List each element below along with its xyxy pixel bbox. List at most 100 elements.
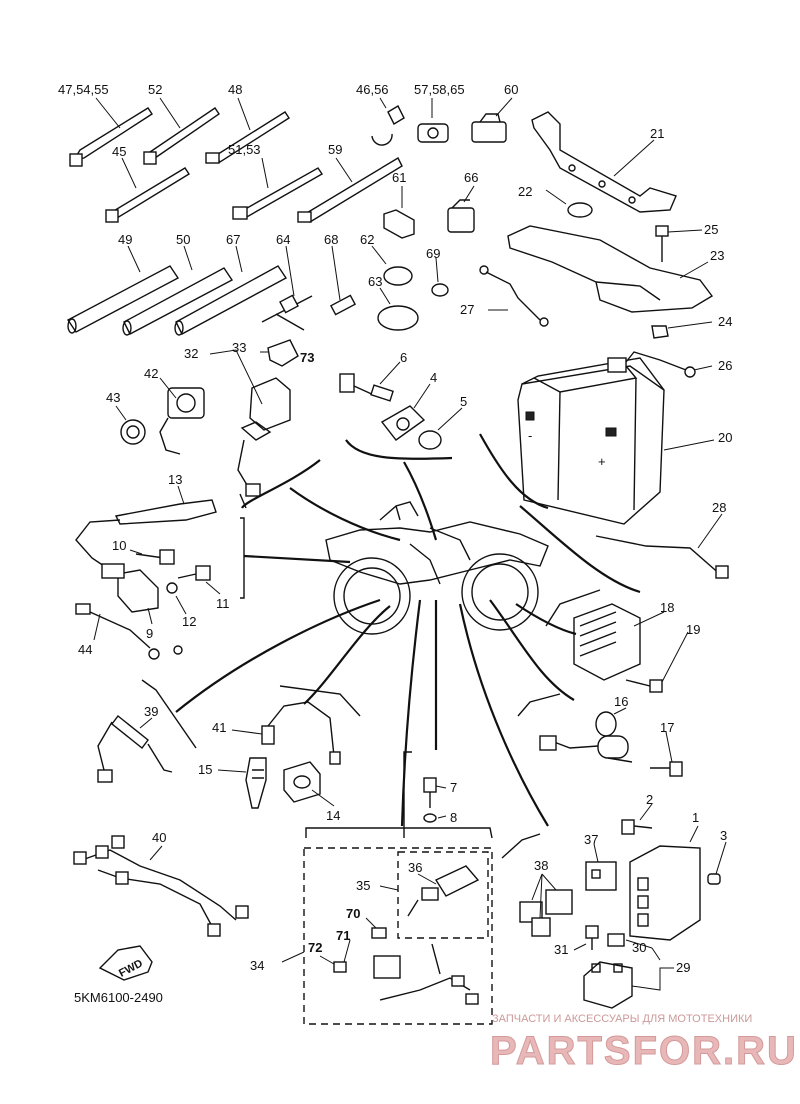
callout-38: 38 xyxy=(534,858,548,873)
battery-cover-23 xyxy=(507,225,714,313)
callout-37: 37 xyxy=(584,832,598,847)
cable-tie-48 xyxy=(205,111,290,164)
wire-harness-40 xyxy=(73,835,249,937)
callout-36: 36 xyxy=(408,860,422,875)
callout-labels: 47,54,55 52 48 46,56 57,58,65 60 21 45 5… xyxy=(58,82,732,975)
callout-59: 59 xyxy=(328,142,342,157)
starter-relay-16 xyxy=(539,711,633,763)
cable-tie-45 xyxy=(105,167,190,223)
harness-box-34 xyxy=(303,847,493,1025)
callout-8: 8 xyxy=(450,810,457,825)
ignition-coil-9 xyxy=(101,563,159,613)
fuse-30 xyxy=(607,933,625,947)
switch-cap-33 xyxy=(267,339,299,367)
atv-vehicle-outline xyxy=(325,501,549,635)
callout-60: 60 xyxy=(504,82,518,97)
callout-28: 28 xyxy=(712,500,726,515)
callout-6: 6 xyxy=(400,350,407,365)
battery-lead-26 xyxy=(607,351,696,378)
sensor-6 xyxy=(339,373,394,402)
callout-67: 67 xyxy=(226,232,240,247)
callout-12: 12 xyxy=(182,614,196,629)
svg-text:-: - xyxy=(528,428,532,443)
tee-joint-64 xyxy=(261,294,313,331)
callout-34: 34 xyxy=(250,958,264,973)
callout-33: 33 xyxy=(232,340,246,355)
rectifier-regulator-18 xyxy=(573,603,641,681)
callout-35: 35 xyxy=(356,878,370,893)
callout-29: 29 xyxy=(676,960,690,975)
grommet-3 xyxy=(707,873,721,885)
callout-70: 70 xyxy=(346,906,360,921)
callout-41: 41 xyxy=(212,720,226,735)
bolt-10 xyxy=(135,549,175,565)
tube-49 xyxy=(66,265,180,334)
callout-46-56: 46,56 xyxy=(356,82,389,97)
callout-11: 11 xyxy=(216,596,230,611)
tube-50 xyxy=(122,267,234,336)
earth-lead-27 xyxy=(479,265,549,327)
cable-tie-51-53 xyxy=(232,167,323,220)
callout-19: 19 xyxy=(686,622,700,637)
bolt-17 xyxy=(650,761,683,777)
sensor-7 xyxy=(423,777,437,808)
callout-62: 62 xyxy=(360,232,374,247)
damper-22 xyxy=(567,202,593,218)
lead-41 xyxy=(261,701,341,765)
callout-9: 9 xyxy=(146,626,153,641)
o-ring-5 xyxy=(418,430,442,450)
callout-23: 23 xyxy=(710,248,724,263)
callout-32: 32 xyxy=(184,346,198,361)
callout-52: 52 xyxy=(148,82,162,97)
watermark-brand: PARTSFOR.RU xyxy=(490,1029,798,1073)
callout-10: 10 xyxy=(112,538,126,553)
callout-57-58-65: 57,58,65 xyxy=(414,82,465,97)
callout-49: 49 xyxy=(118,232,132,247)
callout-1: 1 xyxy=(692,810,699,825)
bolt-2 xyxy=(621,819,653,835)
callout-72: 72 xyxy=(308,940,322,955)
callout-61: 61 xyxy=(392,170,406,185)
callout-18: 18 xyxy=(660,600,674,615)
watermark-tagline: ЗАПЧАСТИ И АКСЕССУАРЫ ДЛЯ МОТОТЕХНИКИ xyxy=(492,1013,752,1025)
callout-27: 27 xyxy=(460,302,474,317)
callout-25: 25 xyxy=(704,222,718,237)
clamp-60 xyxy=(471,113,507,143)
clip-69 xyxy=(431,283,449,297)
switch-42 xyxy=(159,387,205,455)
leader-lines xyxy=(93,97,727,991)
main-switch-32 xyxy=(237,377,291,497)
callout-13: 13 xyxy=(168,472,182,487)
watermark: ЗАПЧАСТИ И АКСЕССУАРЫ ДЛЯ МОТОТЕХНИКИ PA… xyxy=(490,1013,798,1074)
callout-5: 5 xyxy=(460,394,467,409)
bolt-19 xyxy=(625,679,663,693)
callout-51-53: 51,53 xyxy=(228,142,261,157)
spark-plug-cap-13 xyxy=(75,499,217,567)
battery-lead-28 xyxy=(595,535,729,579)
diagram-code: 5KM6100-2490 xyxy=(74,990,163,1005)
thermo-switch-14 xyxy=(283,761,321,803)
callout-45: 45 xyxy=(112,144,126,159)
meter-4 xyxy=(380,405,426,441)
bracket-21 xyxy=(531,111,677,213)
earth-lead-44 xyxy=(75,603,183,660)
forward-arrow: FWD xyxy=(98,945,153,981)
callout-4: 4 xyxy=(430,370,437,385)
group-lines xyxy=(141,433,641,859)
relay-37 xyxy=(585,861,617,891)
callout-43: 43 xyxy=(106,390,120,405)
callout-7: 7 xyxy=(450,780,457,795)
callout-21: 21 xyxy=(650,126,664,141)
callout-24: 24 xyxy=(718,314,732,329)
o-ring-63 xyxy=(377,305,419,331)
callout-69: 69 xyxy=(426,246,440,261)
callout-3: 3 xyxy=(720,828,727,843)
cable-tie-59 xyxy=(297,157,403,223)
gasket-8 xyxy=(423,813,437,823)
joint-68 xyxy=(329,294,357,316)
cdi-unit-1 xyxy=(629,845,701,941)
sensor-39 xyxy=(97,715,173,783)
callout-39: 39 xyxy=(144,704,158,719)
callout-68: 68 xyxy=(324,232,338,247)
callout-20: 20 xyxy=(718,430,732,445)
